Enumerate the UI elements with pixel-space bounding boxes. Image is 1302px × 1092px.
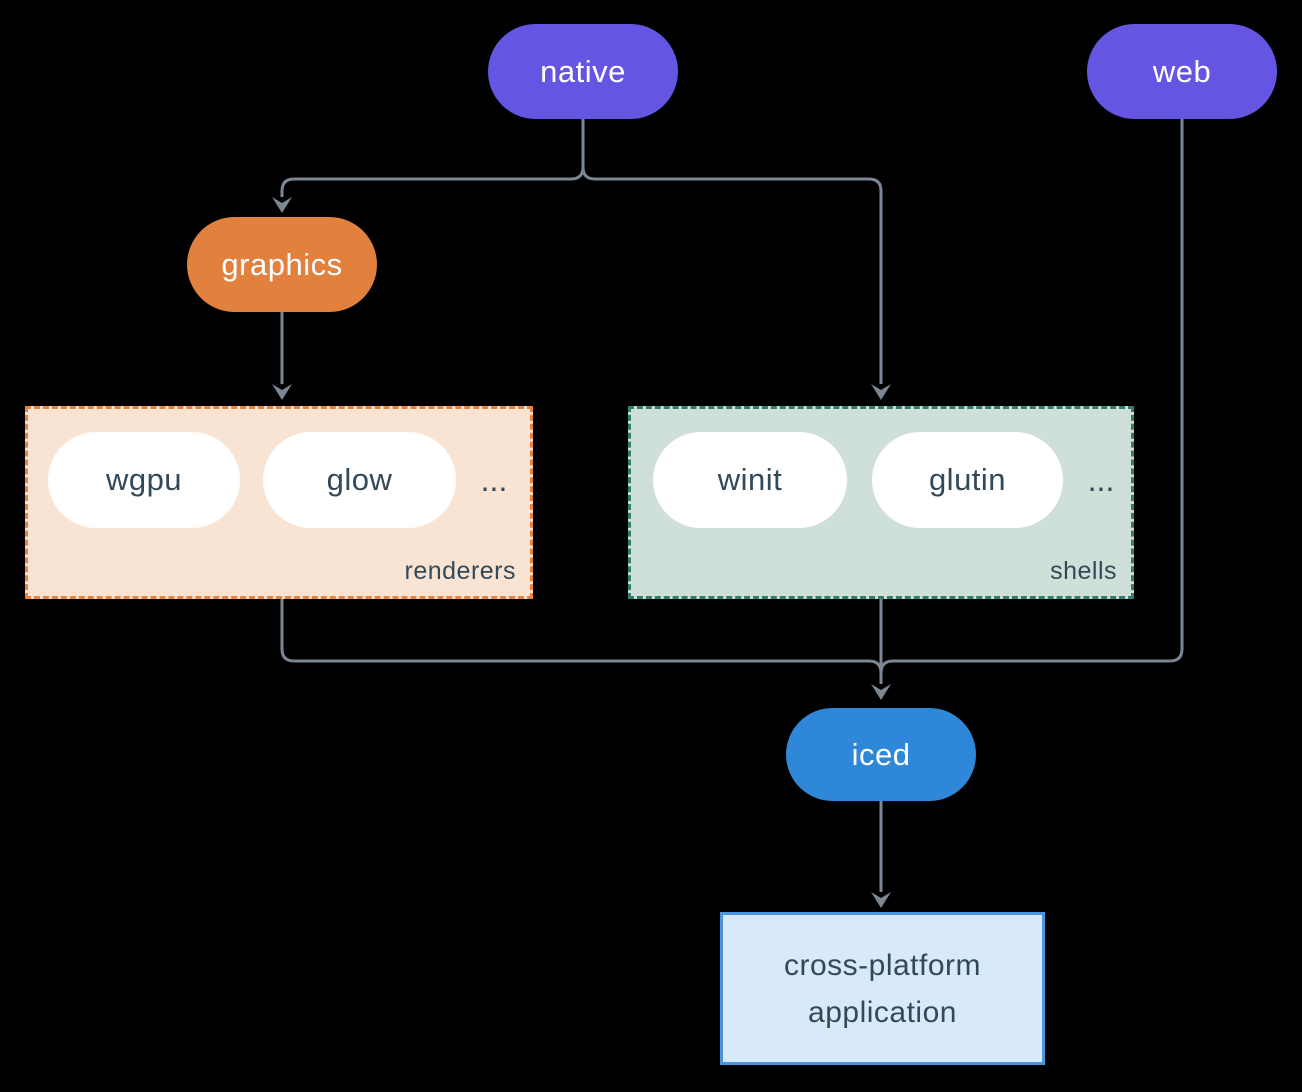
node-wgpu-label: wgpu xyxy=(105,462,183,497)
arrowhead-shells xyxy=(871,384,891,400)
node-winit-label: winit xyxy=(717,462,783,497)
group-renderers: wgpu glow ... renderers xyxy=(25,406,533,599)
edge-native-shells xyxy=(581,119,883,384)
node-glow: glow xyxy=(263,432,456,528)
node-wgpu: wgpu xyxy=(48,432,240,528)
node-glow-label: glow xyxy=(326,462,393,497)
node-graphics-label: graphics xyxy=(221,246,343,282)
renderers-group-label: renderers xyxy=(404,557,516,585)
edge-web-iced xyxy=(879,119,1184,684)
node-winit: winit xyxy=(653,432,847,528)
node-application-label: cross-platform application xyxy=(783,948,982,1029)
edge-native-graphics xyxy=(280,119,585,197)
group-shells: winit glutin ... shells xyxy=(628,406,1134,599)
node-cross-platform-application: cross-platform application xyxy=(720,912,1045,1065)
node-glutin: glutin xyxy=(872,432,1063,528)
arrowhead-renderers xyxy=(272,384,292,400)
node-native-label: native xyxy=(540,53,626,89)
node-web: web xyxy=(1087,24,1277,119)
node-graphics: graphics xyxy=(187,217,377,312)
node-web-label: web xyxy=(1152,53,1212,89)
edge-renderers-iced xyxy=(280,599,883,684)
node-iced: iced xyxy=(786,708,976,801)
arrowhead-application xyxy=(871,892,891,908)
node-native: native xyxy=(488,24,678,119)
shells-group-label: shells xyxy=(1050,557,1117,585)
arrowhead-graphics xyxy=(272,197,292,213)
node-glutin-label: glutin xyxy=(928,462,1007,497)
node-iced-label: iced xyxy=(851,736,911,772)
shells-more-ellipsis: ... xyxy=(1087,461,1115,498)
renderers-more-ellipsis: ... xyxy=(480,461,508,498)
arrowhead-iced xyxy=(871,684,891,700)
